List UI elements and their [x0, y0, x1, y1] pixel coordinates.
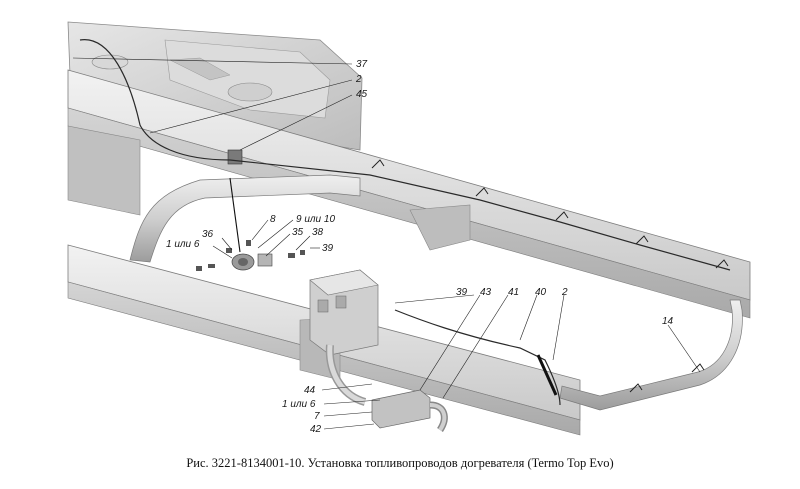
callout-1-or-6-top: 1 или 6 — [166, 239, 200, 250]
muffler — [371, 389, 448, 432]
heater-unit — [309, 269, 379, 406]
callout-2-top: 2 — [355, 74, 362, 85]
callout-39-mid: 39 — [456, 287, 468, 298]
callout-labels: 37 2 45 8 9 или 10 36 35 38 1 или 6 39 3… — [166, 59, 674, 435]
fuel-line — [79, 39, 731, 406]
figure-caption: Рис. 3221-8134001-10. Установка топливоп… — [186, 456, 614, 470]
fuel-tank — [67, 21, 363, 151]
fuel-pump-assembly — [196, 149, 305, 271]
callout-44: 44 — [304, 385, 316, 396]
callout-41: 41 — [508, 287, 519, 298]
callout-43: 43 — [480, 287, 492, 298]
leader-lines — [72, 57, 701, 430]
hose-clamps — [371, 159, 729, 393]
callout-9-or-10: 9 или 10 — [296, 214, 335, 225]
callout-1-or-6-bottom: 1 или 6 — [282, 399, 316, 410]
callout-2-mid: 2 — [561, 287, 568, 298]
callout-35: 35 — [292, 227, 304, 238]
callout-38: 38 — [312, 227, 324, 238]
callout-8: 8 — [270, 214, 276, 225]
callout-36: 36 — [202, 229, 214, 240]
callout-42: 42 — [310, 424, 322, 435]
callout-14: 14 — [662, 316, 674, 327]
exhaust-pipe — [129, 174, 743, 411]
callout-40: 40 — [535, 287, 547, 298]
callout-45: 45 — [356, 89, 368, 100]
callout-37: 37 — [356, 59, 368, 70]
callout-39-right: 39 — [322, 243, 334, 254]
callout-7: 7 — [314, 411, 320, 422]
